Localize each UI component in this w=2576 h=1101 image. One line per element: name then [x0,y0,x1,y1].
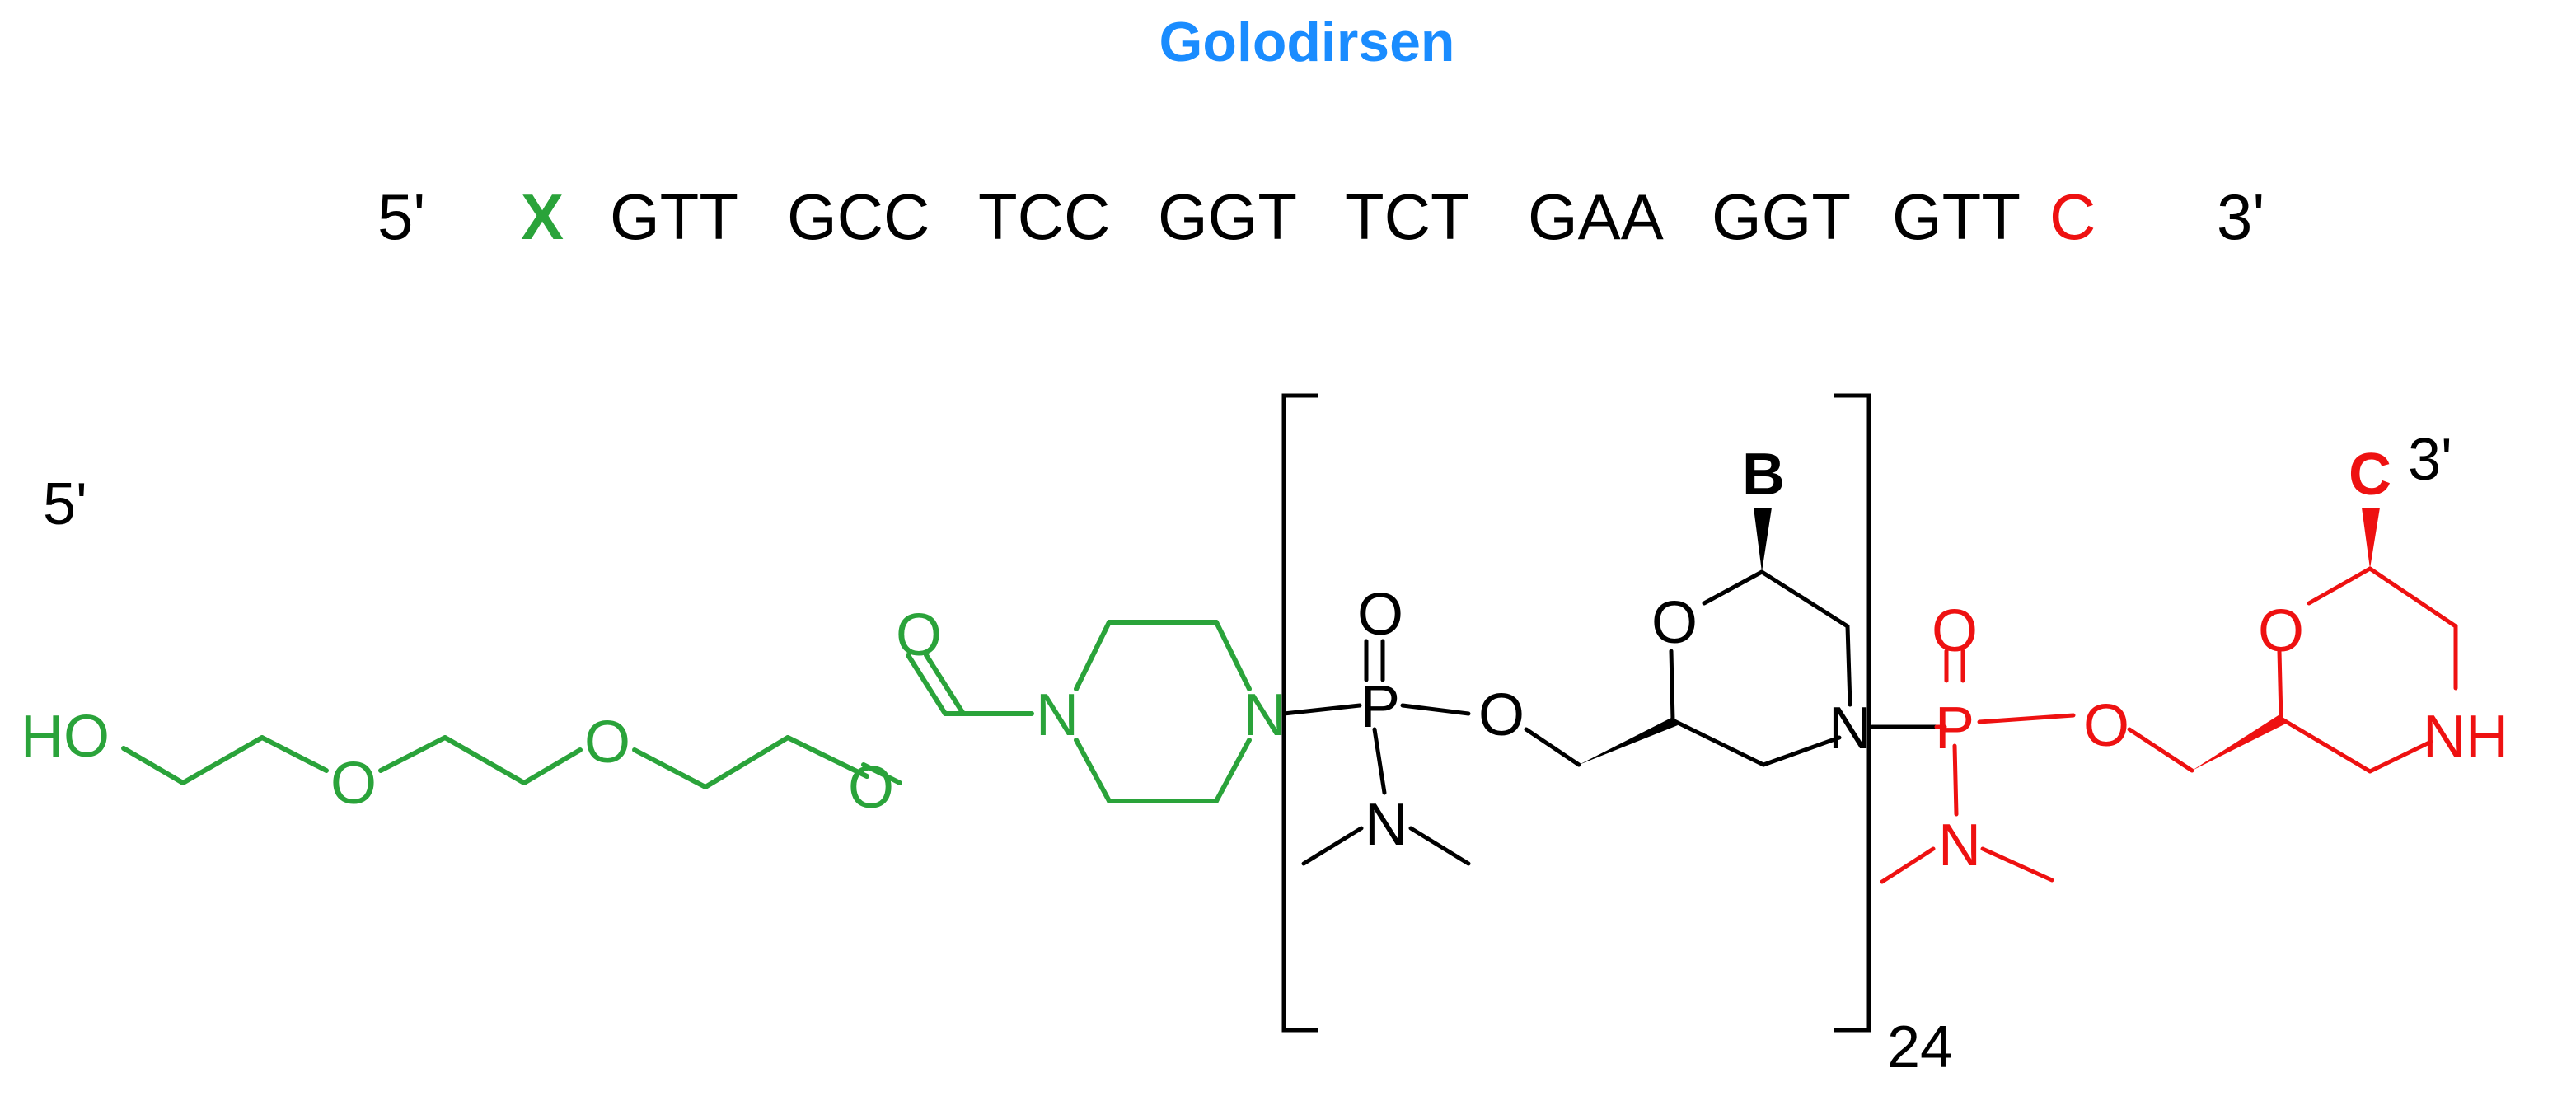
terminal-phosphorus: P [1935,696,1974,761]
repeat-bonds [1281,569,1939,866]
codon: GGT [1158,180,1297,253]
morpholine-o: O [1651,590,1698,656]
codon: GAA [1528,180,1664,253]
terminal-base-c: C [2349,442,2391,508]
phosphorus: P [1361,674,1400,740]
linker-carbonyl-o: O [896,602,942,668]
terminal-bonds [1880,566,2458,884]
nucleobase-b: B [1742,442,1785,508]
terminal-atoms: P O O N O NH C [1932,442,2508,878]
repeat-atoms: P O O N O N B [1357,442,1871,858]
wedge-bond [2192,714,2286,771]
codon: GCC [787,180,930,253]
linker-ether-o: O [584,710,630,775]
phosphoramidate-o: O [1478,682,1525,748]
terminal-phosphoryl-o: O [1932,598,1978,664]
morpholine-n: N [1829,696,1871,761]
repeat-count: 24 [1887,1014,1953,1080]
repeat-brackets [1281,393,1871,1033]
title: Golodirsen [1159,11,1455,73]
structure-3prime: 3' [2408,427,2452,493]
right-bracket [1834,393,1871,1033]
terminal-morpholine-o: O [2258,598,2304,664]
phosphoryl-o: O [1357,582,1403,648]
codon: GTT [1892,180,2021,253]
wedge-bond [1754,508,1772,572]
codon: TCT [1345,180,1470,253]
sequence-conjugate-x: X [521,180,564,253]
codon: GGT [1712,180,1851,253]
wedge-bond [2362,508,2380,569]
structure-5prime: 5' [43,471,87,537]
terminal-nh: NH [2423,704,2508,770]
dimethylamino-n: N [1365,792,1407,858]
left-bracket [1281,393,1318,1033]
linker-ester-o: O [848,755,894,821]
sequence-line: 5' X GTT GCC TCC GGT TCT GAA GGT GTT C 3… [377,180,2265,253]
codon: GTT [610,180,738,253]
codon: TCC [978,180,1110,253]
sequence-terminal-c: C [2049,180,2096,253]
piperazine-n: N [1244,682,1286,748]
sequence-5prime: 5' [377,180,425,253]
linker-bonds [121,620,1252,803]
linker-atoms: HO O O O O N N [21,602,1286,821]
piperazine-n: N [1036,682,1079,748]
terminal-wedges [2192,508,2380,771]
terminal-dimethylamino-n: N [1938,813,1981,878]
linker-ether-o: O [330,751,377,817]
terminal-phosphoramidate-o: O [2083,693,2129,759]
linker-ho: HO [21,704,110,770]
wedge-bond [1579,717,1678,765]
sequence-3prime: 3' [2217,180,2265,253]
repeat-wedges [1579,508,1772,765]
